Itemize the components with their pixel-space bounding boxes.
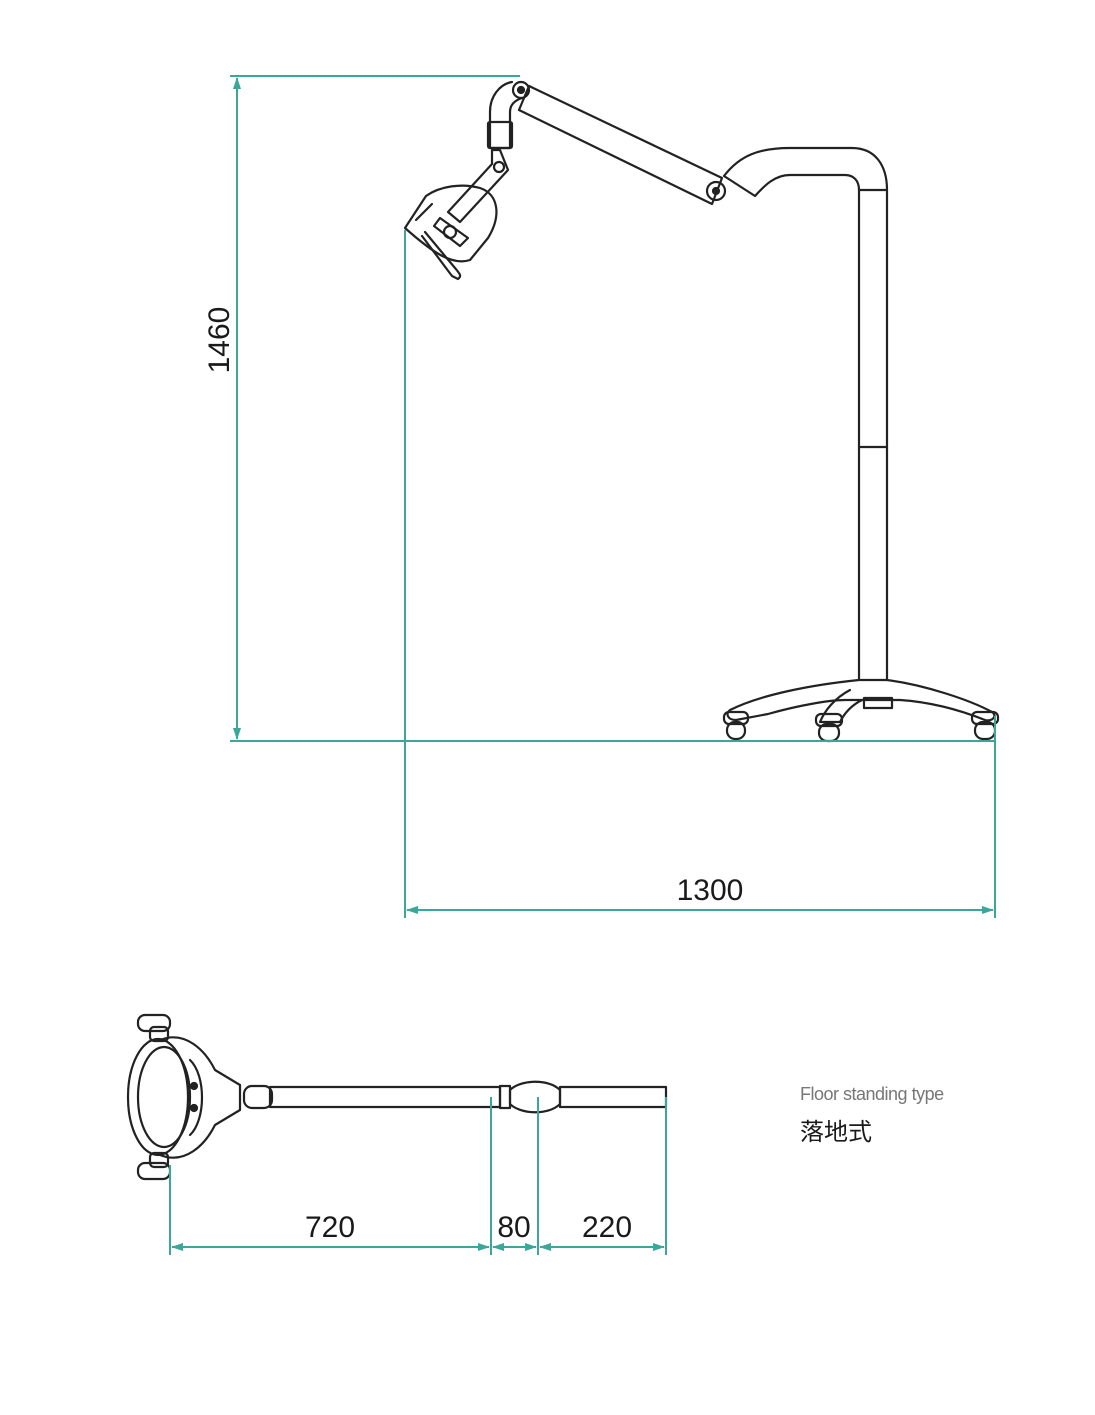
segment-220-label: 220: [582, 1211, 632, 1244]
segment-80-label: 80: [497, 1211, 530, 1244]
top-arm: [268, 1085, 502, 1109]
top-elbow: [722, 146, 889, 198]
caption-chinese: 落地式: [800, 1118, 872, 1146]
top-knuckle: [498, 1084, 512, 1110]
spring-arm: [517, 84, 724, 206]
tube-collar: [486, 120, 514, 150]
pole: [857, 188, 889, 682]
top-pipe: [558, 1085, 668, 1109]
top-joint: [242, 1084, 274, 1110]
side-view-dimensions: [230, 75, 996, 918]
yoke-pivot: [492, 160, 506, 174]
height-label: 1460: [203, 307, 236, 374]
upper-tube: [488, 80, 524, 150]
lamp-side-view: [403, 80, 1000, 743]
top-elbow-joint: [508, 1080, 562, 1114]
lamp-yoke: [446, 148, 510, 224]
top-lamp-head: [126, 1036, 242, 1159]
base: [726, 678, 996, 724]
lamp-top-view: [126, 1013, 668, 1181]
arm-joints: [511, 80, 727, 202]
casters: [722, 710, 1000, 743]
caption-english: Floor standing type: [800, 1084, 944, 1104]
segment-720-label: 720: [305, 1211, 355, 1244]
lamp-head: [403, 184, 498, 281]
top-view-dimensions: [169, 1097, 667, 1255]
width-label: 1300: [677, 874, 744, 907]
top-lamp-handles: [136, 1013, 172, 1181]
